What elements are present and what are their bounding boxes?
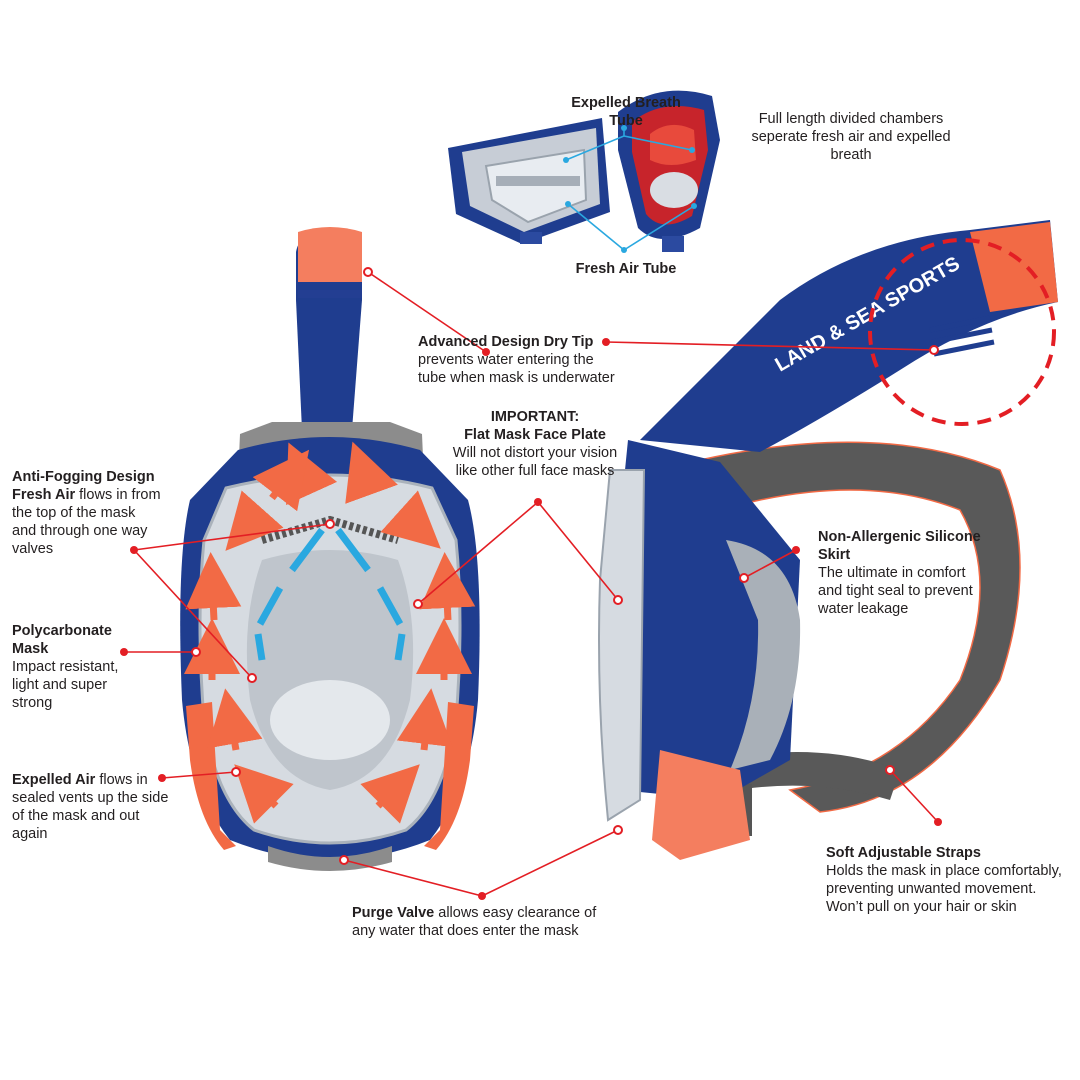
callout-straps: Soft Adjustable Straps Holds the mask in… [826, 844, 1066, 916]
skirt-text: The ultimate in comfort and tight seal t… [818, 565, 973, 617]
callout-purge-valve: Purge Valve allows easy clearance of any… [352, 904, 602, 940]
expelled-air-text: flows in sealed vents up the side of the… [12, 772, 169, 842]
purge-valve-lead: Purge Valve [352, 905, 435, 921]
anti-fogging-text: flows in from the top of the mask and th… [12, 487, 161, 557]
dry-tip-text: prevents water entering the tube when ma… [418, 352, 615, 386]
straps-text: Holds the mask in place comfortably, pre… [826, 863, 1062, 915]
expelled-breath-tube-title: Expelled Breath Tube [571, 95, 681, 129]
fresh-air-tube-title: Fresh Air Tube [575, 261, 677, 277]
polycarbonate-text: Impact resistant, light and super strong [12, 659, 119, 711]
callout-divided-chambers: Full length divided chambers seperate fr… [746, 110, 956, 164]
anti-fogging-title: Anti-Fogging Design [12, 469, 155, 485]
callout-skirt: Non-Allergenic Silicone Skirt The ultima… [818, 528, 988, 618]
side-mask: LAND & SEA SPORTS [598, 220, 1058, 860]
callout-flat-face-plate: IMPORTANT: Flat Mask Face Plate Will not… [452, 408, 618, 480]
callout-fresh-air-tube: Fresh Air Tube [566, 260, 686, 278]
flat-face-plate-title1: IMPORTANT: [490, 409, 580, 425]
flat-face-plate-text: Will not distort your vision like other … [452, 445, 618, 479]
chamber-inset-left [448, 118, 610, 244]
callout-expelled-breath-tube: Expelled Breath Tube [560, 94, 692, 130]
front-mask [180, 227, 480, 871]
dry-tip-highlight-circle [868, 238, 1056, 426]
dry-tip-title: Advanced Design Dry Tip [418, 334, 594, 350]
callout-anti-fogging: Anti-Fogging Design Fresh Air flows in f… [12, 468, 162, 558]
anti-fogging-lead: Fresh Air [12, 487, 76, 503]
callout-expelled-air: Expelled Air flows in sealed vents up th… [12, 771, 172, 843]
flat-face-plate-title2: Flat Mask Face Plate [464, 427, 606, 443]
chamber-inset-right [618, 90, 720, 252]
polycarbonate-title: Polycarbonate Mask [12, 623, 112, 657]
leader-lines [120, 125, 942, 900]
expelled-air-lead: Expelled Air [12, 772, 96, 788]
straps-title: Soft Adjustable Straps [826, 845, 981, 861]
callout-polycarbonate: Polycarbonate Mask Impact resistant, lig… [12, 622, 122, 712]
callout-dry-tip: Advanced Design Dry Tip prevents water e… [418, 333, 618, 387]
purge-valve-text: allows easy clearance of any water that … [352, 905, 597, 939]
divided-chambers-text: Full length divided chambers seperate fr… [751, 111, 951, 163]
skirt-title: Non-Allergenic Silicone Skirt [818, 529, 981, 563]
